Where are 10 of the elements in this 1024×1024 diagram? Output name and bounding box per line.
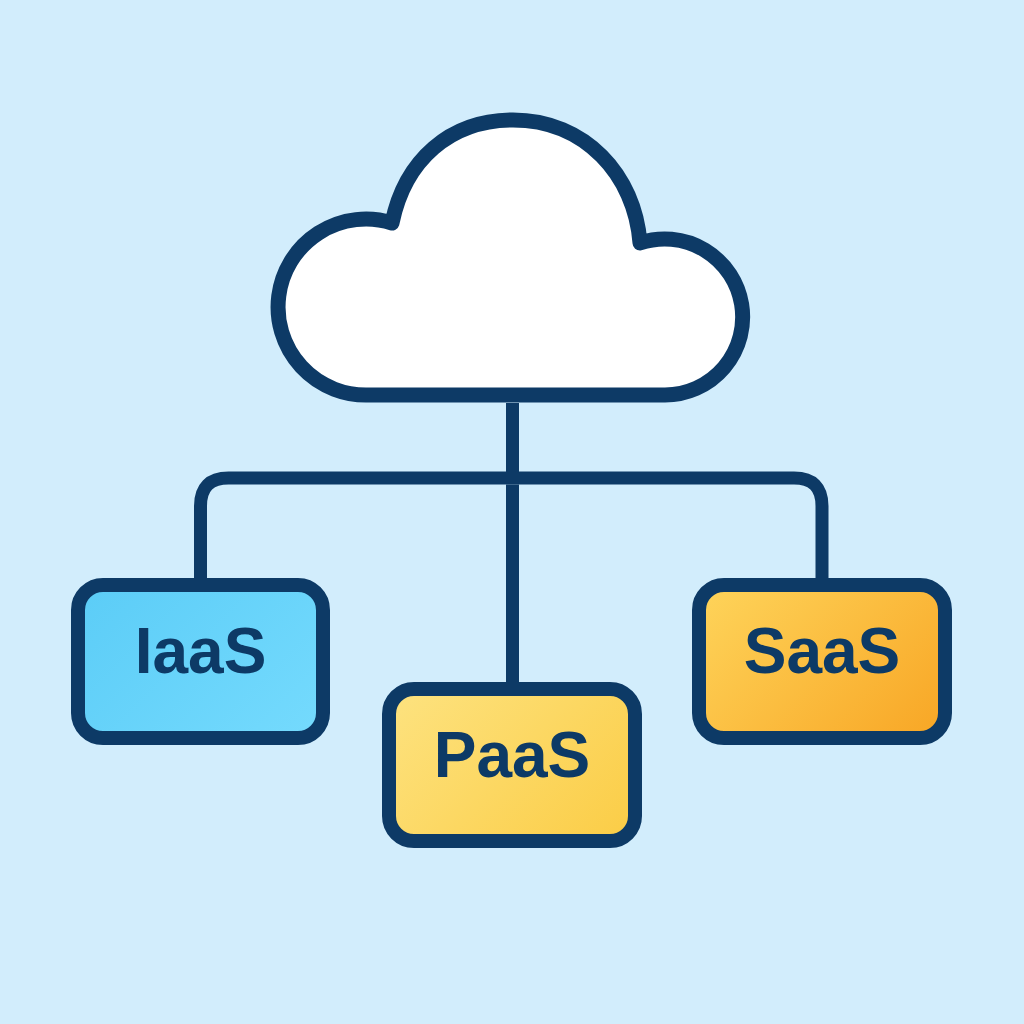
connector-line	[194, 471, 506, 578]
service-box	[71, 578, 330, 745]
connector-line	[506, 403, 519, 485]
connector-line	[506, 484, 519, 682]
box-label: PaaS	[433, 719, 591, 791]
connector-line	[519, 471, 829, 578]
box-label: IaaS	[134, 616, 267, 687]
service-box	[382, 682, 642, 848]
box-label: SaaS	[743, 616, 901, 687]
service-box	[692, 578, 952, 745]
